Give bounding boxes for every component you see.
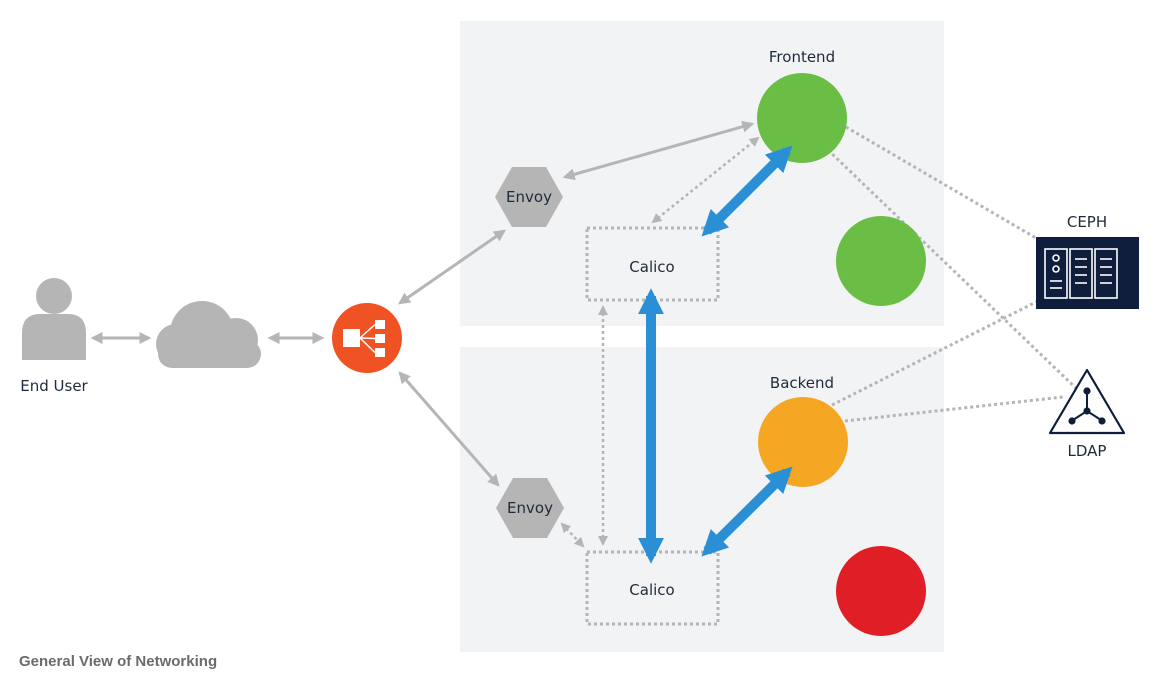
figure-caption: General View of Networking (19, 653, 218, 670)
calico-bottom-label: Calico (629, 581, 674, 599)
user-icon (22, 278, 86, 360)
lb-envoy-bottom-arrow (398, 371, 500, 487)
frontend-pod-secondary[interactable] (836, 216, 926, 306)
backend-pod[interactable] (758, 397, 848, 487)
envoy-top-label: Envoy (506, 188, 552, 206)
calico-frontend-blue-arrow (701, 145, 793, 237)
calico-backend-blue-arrow (701, 466, 793, 557)
cloud-icon (156, 301, 261, 368)
lb-envoy-top-arrow (398, 229, 506, 305)
backend-label: Backend (770, 374, 834, 392)
envoy-calico-dotted-arrow (560, 522, 585, 548)
frontend-ldap-link (826, 148, 1082, 394)
ldap-icon[interactable] (1048, 368, 1126, 435)
backend-ceph-link (831, 298, 1041, 407)
failed-pod[interactable] (836, 546, 926, 636)
envoy-bottom-hexagon[interactable] (496, 478, 564, 538)
calico-top-label: Calico (629, 258, 674, 276)
ceph-label: CEPH (1067, 213, 1107, 231)
envoy-bottom-label: Envoy (507, 499, 553, 517)
ceph-storage-icon[interactable] (1036, 237, 1139, 309)
end-user-label: End User (20, 377, 88, 395)
frontend-ceph-link (845, 125, 1037, 240)
load-balancer-icon[interactable] (332, 303, 402, 373)
frontend-pod[interactable] (757, 73, 847, 163)
ldap-label: LDAP (1068, 442, 1107, 460)
envoy-top-hexagon[interactable] (495, 167, 563, 227)
backend-ldap-link (844, 395, 1064, 423)
frontend-label: Frontend (769, 48, 835, 66)
envoy-frontend-arrow (562, 120, 755, 181)
